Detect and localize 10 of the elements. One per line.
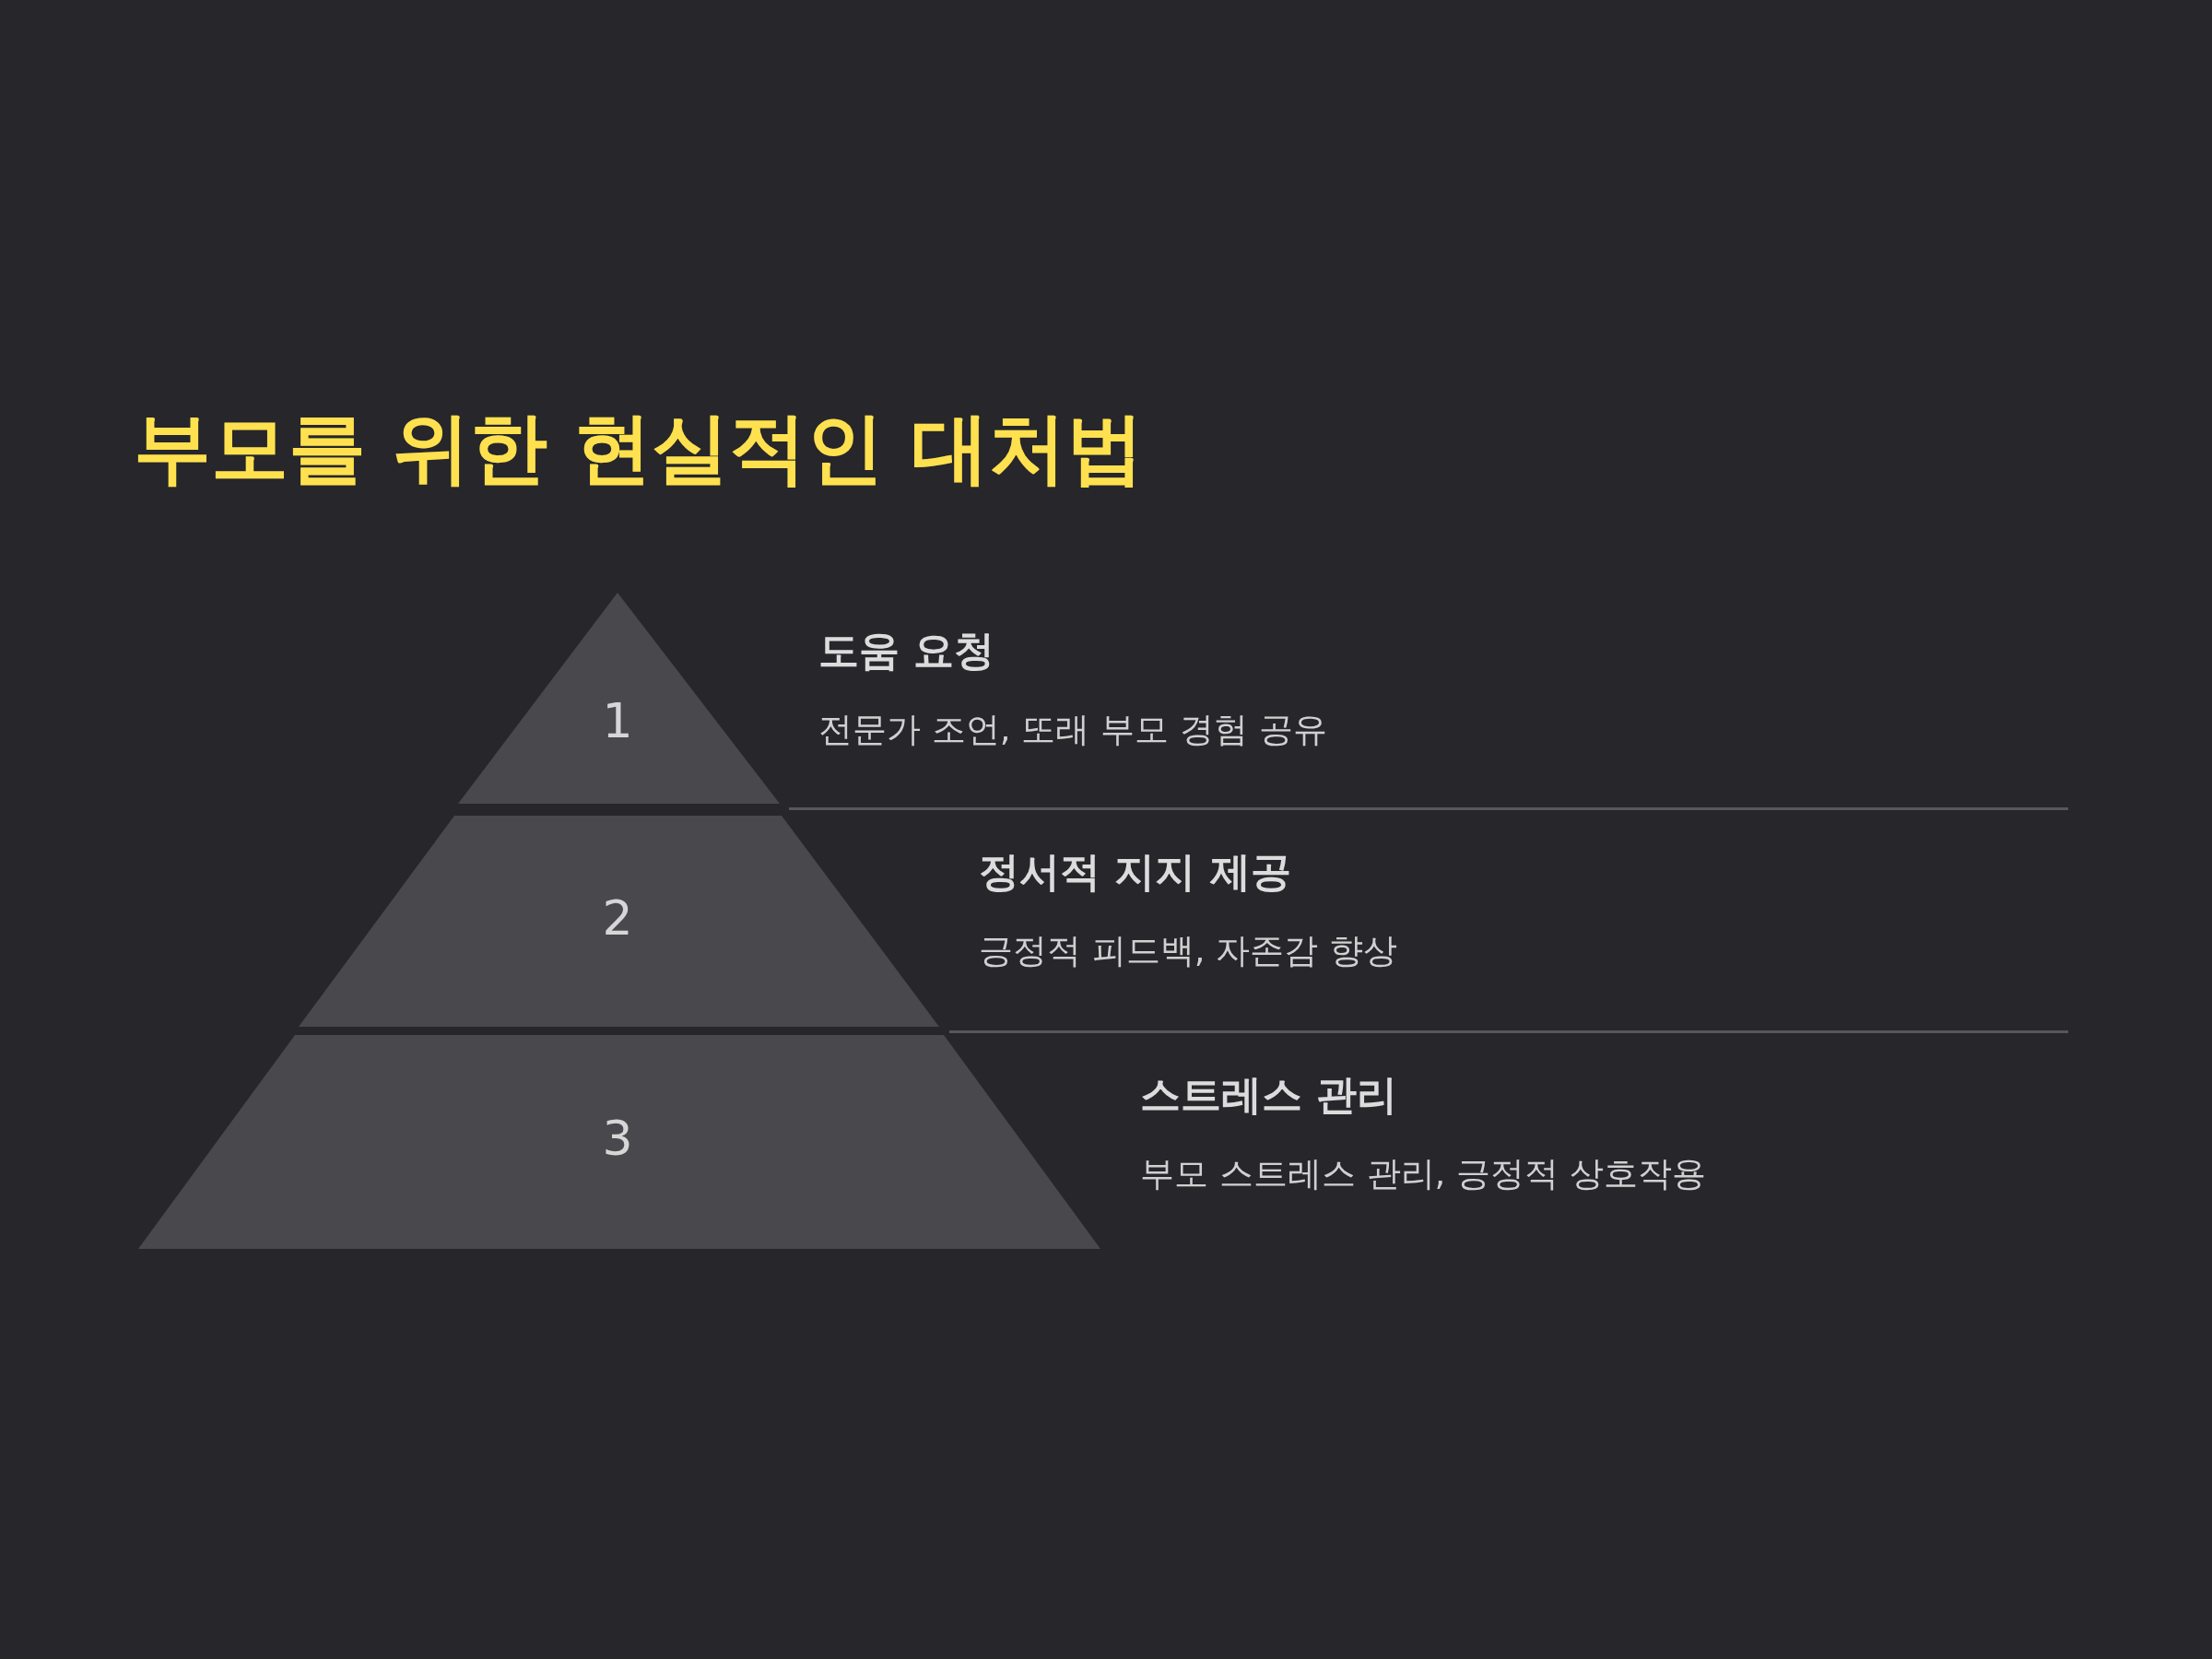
tier-description: 부모 스트레스 관리, 긍정적 상호작용 (1140, 1154, 1706, 1195)
tier-heading: 스트레스 관리 (1140, 1071, 1398, 1120)
tier-description: 긍정적 피드백, 자존감 향상 (979, 931, 1398, 972)
title: 부모를 위한 현실적인 대처법 (134, 406, 1144, 491)
tier-number: 3 (602, 1114, 633, 1162)
tier-number: 1 (602, 697, 633, 745)
tier-description: 전문가 조언, 또래 부모 경험 공유 (818, 710, 1327, 751)
tier-heading: 정서적 지지 제공 (979, 848, 1291, 897)
tier-number: 2 (602, 894, 633, 942)
tier-heading: 도움 요청 (818, 627, 995, 676)
